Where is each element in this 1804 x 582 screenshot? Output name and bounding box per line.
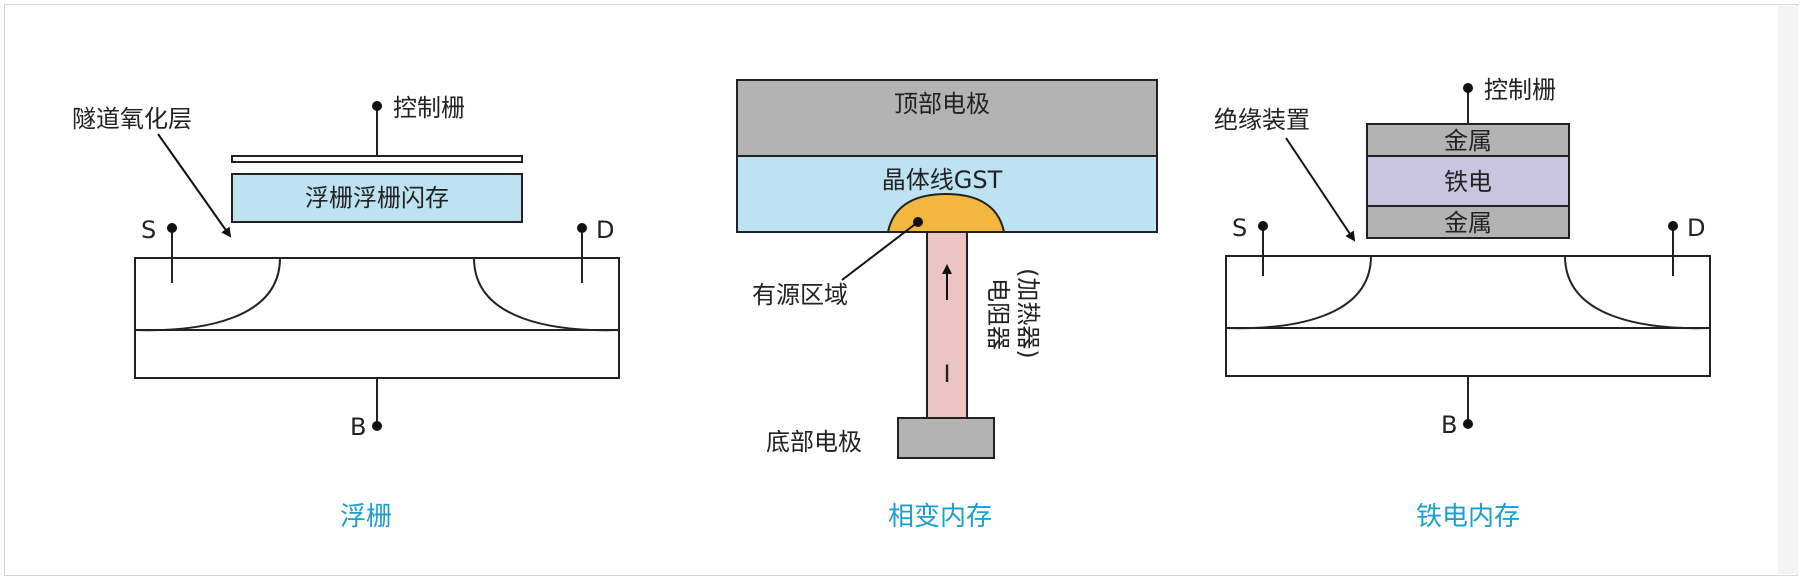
- fe-ferro-layer: [1366, 155, 1570, 207]
- fg-control-gate-label: 控制栅: [393, 94, 465, 122]
- fe-body-terminal: [1463, 419, 1473, 429]
- fg-gate-box: [231, 173, 523, 223]
- fe-control-gate-terminal: [1463, 83, 1473, 93]
- fg-source-label: S: [141, 216, 156, 244]
- fe-insulator-arrow: [1285, 137, 1356, 242]
- fe-substrate: [1225, 255, 1711, 377]
- fg-substrate: [134, 257, 620, 379]
- fg-source-well: [134, 257, 281, 332]
- fe-drain-terminal: [1668, 221, 1678, 231]
- fe-source-well: [1225, 255, 1372, 330]
- fe-source-label: S: [1232, 214, 1247, 242]
- fe-caption: 铁电内存: [1416, 502, 1520, 532]
- fe-drain-label: D: [1687, 214, 1705, 242]
- fg-gate-box-label: 浮栅浮栅闪存: [305, 184, 449, 212]
- pc-active-region-label: 有源区域: [752, 281, 848, 309]
- scrollbar[interactable]: [1778, 6, 1798, 574]
- pc-bottom-electrode-label: 底部电极: [766, 428, 862, 456]
- pc-active-region-dot: [913, 217, 923, 227]
- pc-resistor: [926, 231, 968, 419]
- fe-insulator-label: 绝缘装置: [1214, 106, 1310, 134]
- fe-bottom-metal: [1366, 205, 1570, 239]
- fg-tunnel-oxide-arrow: [157, 133, 232, 238]
- fe-control-gate-label: 控制栅: [1484, 76, 1556, 104]
- fg-caption: 浮栅: [340, 502, 392, 532]
- pc-current-symbol: I: [943, 360, 950, 388]
- fe-drain-well: [1564, 255, 1711, 330]
- fg-tunnel-oxide-label: 隧道氧化层: [72, 105, 192, 133]
- phase-change-panel: 顶部电极 晶体线GST I 底部电极 电阻器 (加热器) 有源区域 相变内存: [736, 79, 1158, 532]
- fe-top-metal-label: 金属: [1444, 127, 1492, 155]
- fg-control-gate-plate: [231, 155, 523, 163]
- fg-body-label: B: [350, 413, 366, 441]
- pc-resistor-label: 电阻器: [984, 278, 1012, 350]
- pc-top-electrode-label: 顶部电极: [894, 90, 990, 118]
- pc-caption: 相变内存: [888, 502, 992, 532]
- pc-heater-label: (加热器): [1014, 268, 1042, 359]
- fe-source-terminal: [1258, 221, 1268, 231]
- fe-bottom-metal-label: 金属: [1444, 209, 1492, 237]
- fg-source-terminal: [167, 223, 177, 233]
- fe-body-label: B: [1441, 411, 1457, 439]
- fg-control-gate-terminal: [372, 101, 382, 111]
- floating-gate-panel: S D B 浮栅浮栅闪存 控制栅 隧道氧化层 浮栅: [72, 94, 620, 532]
- fe-ferro-label: 铁电: [1444, 168, 1492, 196]
- fg-drain-terminal: [577, 223, 587, 233]
- pc-bottom-electrode: [897, 417, 995, 459]
- fg-drain-label: D: [596, 216, 614, 244]
- fg-drain-well: [473, 257, 620, 332]
- ferroelectric-panel: S D B 金属 铁电 金属 控制栅 绝缘装置 铁电内存: [1214, 76, 1711, 532]
- pc-gst-label: 晶体线GST: [882, 166, 1003, 194]
- pc-active-region-pointer: [841, 221, 919, 281]
- pc-top-electrode: [736, 79, 1158, 157]
- fg-body-terminal: [372, 421, 382, 431]
